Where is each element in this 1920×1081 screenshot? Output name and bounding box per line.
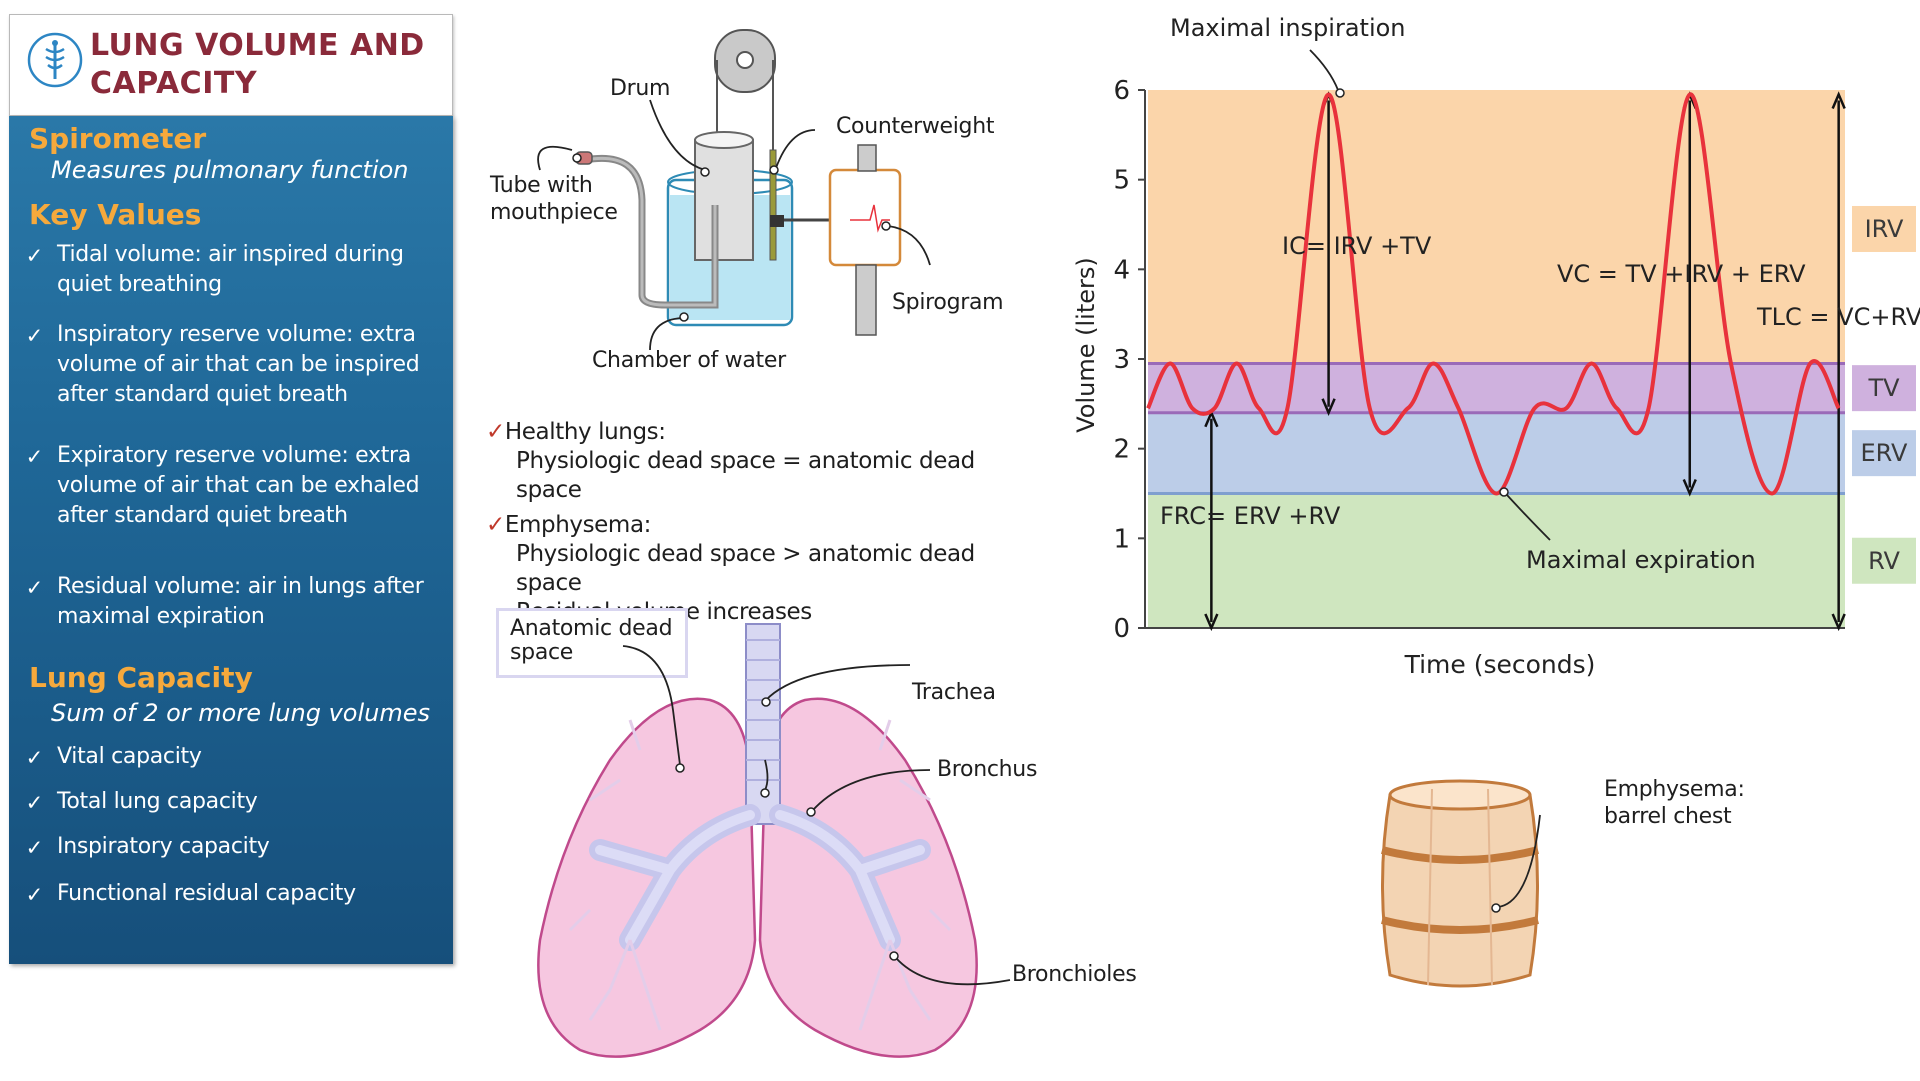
y-tick-label: 3 xyxy=(1113,345,1130,375)
zone-irv xyxy=(1148,90,1845,364)
lung-capacity-subheading: Sum of 2 or more lung volumes xyxy=(51,699,430,727)
check-icon: ✓ xyxy=(27,833,42,861)
title-line-1: LUNG VOLUME AND xyxy=(90,28,425,63)
tube-label: Tube with mouthpiece xyxy=(490,173,618,225)
check-icon: ✓ xyxy=(27,321,42,349)
bronchioles-label: Bronchioles xyxy=(1012,962,1137,987)
zone-tag-label: ERV xyxy=(1861,439,1909,467)
barrel-illustration xyxy=(1381,779,1541,988)
y-tick-label: 4 xyxy=(1113,255,1130,285)
dead-space-notes: ✓Healthy lungs: Physiologic dead space =… xyxy=(486,418,1046,627)
zone-tv xyxy=(1148,363,1845,413)
spirogram-drum xyxy=(828,168,902,267)
page-title: LUNG VOLUME AND CAPACITY xyxy=(90,27,425,103)
check-icon: ✓ xyxy=(27,573,42,601)
bronchioles xyxy=(568,719,952,1031)
max-inspiration-label: Maximal inspiration xyxy=(1170,14,1406,42)
zone-tag-rv xyxy=(1852,537,1916,584)
tlc-label: TLC = VC+RV xyxy=(1756,303,1920,331)
spirogram-label: Spirogram xyxy=(892,290,1004,315)
check-icon: ✓ xyxy=(27,241,42,269)
y-tick-label: 6 xyxy=(1113,76,1130,106)
zone-rv xyxy=(1148,493,1845,628)
trachea-label: Trachea xyxy=(912,680,996,705)
zone-tag-label: RV xyxy=(1868,547,1900,575)
dead-space-box xyxy=(496,608,688,678)
key-values-heading: Key Values xyxy=(29,198,202,231)
barrel-body xyxy=(1381,783,1539,988)
drum xyxy=(694,139,754,261)
vc-label: VC = TV +IRV + ERV xyxy=(1557,260,1806,288)
caduceus-icon xyxy=(27,32,83,88)
check-icon: ✓ xyxy=(27,788,42,816)
lung-capacity-heading: Lung Capacity xyxy=(29,661,253,694)
barrel-chest-label: Emphysema: barrel chest xyxy=(1604,777,1745,829)
y-tick-label: 1 xyxy=(1113,524,1130,554)
drum-label: Drum xyxy=(610,76,671,101)
max-inspiration-marker xyxy=(1335,88,1345,98)
healthy-lungs-note: ✓Healthy lungs: xyxy=(486,419,666,445)
check-icon: ✓ xyxy=(27,743,42,771)
spirometer-subheading: Measures pulmonary function xyxy=(51,156,409,184)
lungs-illustration xyxy=(537,623,1011,1058)
spirogram-chart: 0 1 2 3 4 5 6 Volume (liters) Time (seconds) M… xyxy=(1072,14,1920,679)
zone-tag-label: IRV xyxy=(1865,215,1904,243)
title-card: LUNG VOLUME AND CAPACITY xyxy=(9,14,453,116)
max-expiration-label: Maximal expiration xyxy=(1526,546,1756,574)
check-icon: ✓ xyxy=(486,512,505,538)
counterweight-label: Counterweight xyxy=(836,114,995,139)
bronchus-label: Bronchus xyxy=(937,757,1038,782)
check-icon: ✓ xyxy=(486,419,505,445)
ic-label: IC= IRV +TV xyxy=(1282,232,1432,260)
frc-label: FRC= ERV +RV xyxy=(1160,502,1341,530)
max-expiration-marker xyxy=(1499,487,1509,497)
y-tick-label: 5 xyxy=(1113,166,1130,196)
left-lung xyxy=(537,697,757,1058)
summary-sidebar: Spirometer Measures pulmonary function K… xyxy=(9,116,453,964)
y-axis-label: Volume (liters) xyxy=(1072,257,1100,433)
y-tick-label: 2 xyxy=(1113,435,1130,465)
spirometer-illustration xyxy=(537,29,931,351)
zone-tag-irv xyxy=(1852,205,1916,252)
y-tick-label: 0 xyxy=(1113,614,1130,644)
zone-tag-tv xyxy=(1852,365,1916,412)
tlc-arrow xyxy=(1831,91,1846,632)
check-icon: ✓ xyxy=(27,442,42,470)
title-line-2: CAPACITY xyxy=(90,66,258,101)
zone-erv xyxy=(1148,412,1845,494)
x-axis-label: Time (seconds) xyxy=(1404,650,1596,679)
chamber-label: Chamber of water xyxy=(592,348,786,373)
emphysema-note: ✓Emphysema: xyxy=(486,512,651,538)
volume-trace xyxy=(1146,92,1841,496)
zone-tag-label: TV xyxy=(1867,374,1900,402)
dead-space-label: Anatomic dead space xyxy=(510,616,673,665)
check-icon: ✓ xyxy=(27,880,42,908)
spirometer-heading: Spirometer xyxy=(29,122,207,155)
zone-tag-erv xyxy=(1852,430,1916,477)
